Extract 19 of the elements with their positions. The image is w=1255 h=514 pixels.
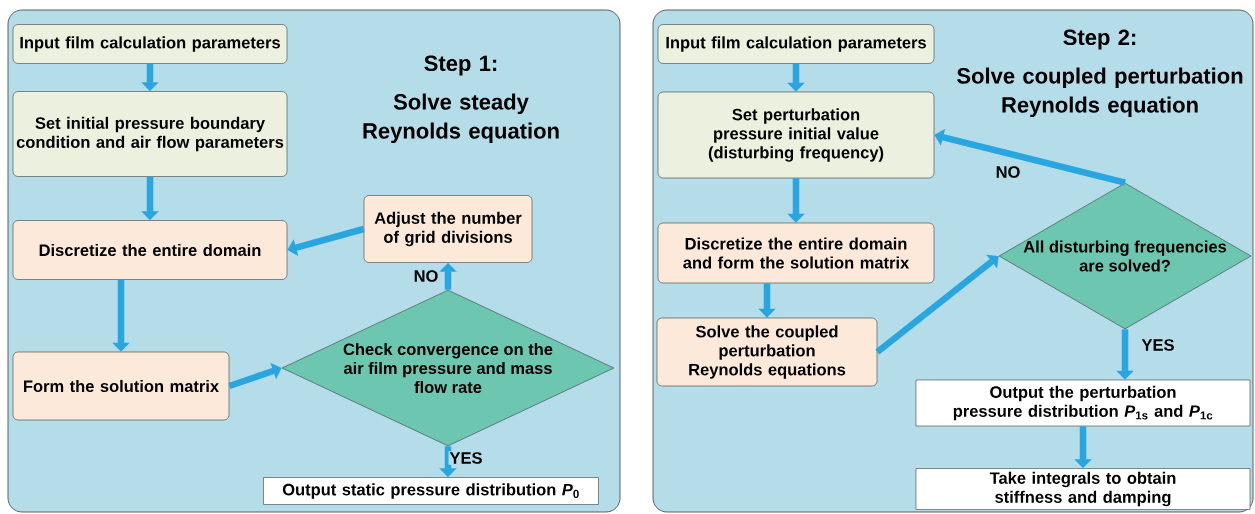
process-box: Input film calculation parameters — [12, 24, 288, 64]
process-box: Discretize the entire domain — [12, 220, 288, 280]
process-box: Form the solution matrix — [12, 351, 230, 421]
output-box: Output static pressure distribution P$_{0}$ — [263, 477, 599, 505]
process-box: Adjust the number of grid divisions — [363, 195, 533, 263]
output-box: Take integrals to obtain stiffness and damping — [915, 468, 1251, 510]
process-box: Input film calculation parameters — [657, 24, 935, 64]
process-box: Set perturbation pressure initial value (disturbing frequency) — [657, 91, 935, 179]
arrow — [228, 362, 282, 390]
arrow — [287, 225, 365, 257]
edge-label: NO — [412, 269, 440, 283]
edge-label: NO — [994, 165, 1022, 179]
edge-label: YES — [1140, 338, 1176, 352]
process-box: Discretize the entire domain and form the solution matrix — [657, 222, 935, 284]
process-box: Solve the coupled perturbation Reynolds equations — [656, 317, 878, 387]
arrow — [875, 254, 999, 355]
output-box: Output the perturbation pressure distribution P$_{1s}$ and P$_{1c}$ — [915, 379, 1251, 427]
edge-label: YES — [448, 451, 484, 465]
process-box: Set initial pressure boundary condition and air flow parameters — [12, 91, 288, 177]
